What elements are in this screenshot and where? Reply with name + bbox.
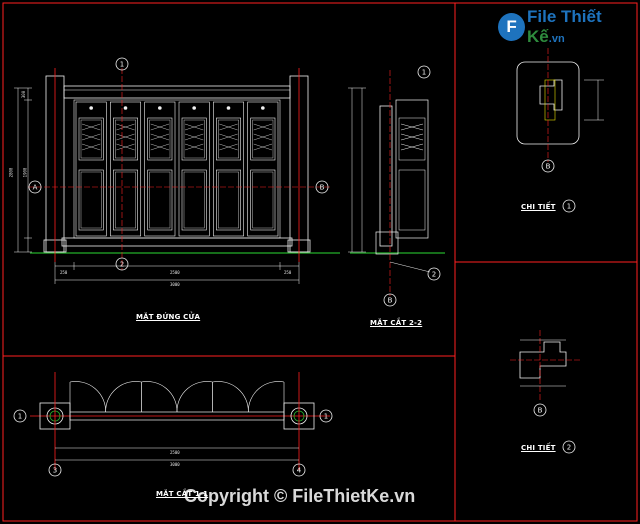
logo-text: File Thiết Kế.vn [527, 7, 640, 47]
section-2-title: MẶT CẮT 2-2 [370, 319, 423, 327]
door-leaf [75, 101, 107, 237]
section-marker-label: 3 [53, 467, 57, 475]
section-marker-label: B [538, 407, 543, 415]
dim-plan-total: 3000 [170, 462, 180, 467]
section-marker-label: 1 [567, 203, 571, 211]
plan-section-1-1 [30, 372, 330, 470]
section-marker [533, 403, 547, 417]
door-leaf-group [75, 101, 279, 237]
dim-height-total: 2800 [8, 167, 14, 178]
front-elevation-title: MẶT ĐỨNG CỬA [136, 313, 201, 321]
section-marker-label: 4 [297, 467, 302, 475]
logo-mark-icon: F [498, 13, 526, 41]
section-marker-label: 1 [324, 413, 328, 421]
door-swing-arc [105, 381, 142, 413]
front-elevation [14, 68, 340, 284]
section-marker-label: B [320, 184, 325, 192]
section-marker [292, 463, 306, 477]
section-marker-label: 2 [432, 271, 436, 279]
copyright-watermark: Copyright © FileThietKe.vn [184, 486, 416, 506]
section-marker-label: B [388, 297, 393, 305]
door-swing-arc [141, 381, 178, 413]
detail-1-title: CHI TIẾT [521, 203, 556, 211]
section-marker [315, 180, 329, 194]
section-marker-label: B [546, 163, 551, 171]
detail-2 [510, 330, 580, 400]
section-marker [48, 463, 62, 477]
logo-text-accent: Kế [527, 27, 549, 46]
section-marker [562, 199, 576, 213]
section-leaf [398, 117, 426, 231]
door-swing-arc [212, 381, 249, 413]
dim-height-top: 300 [21, 90, 27, 99]
section-2-2 [348, 70, 445, 296]
section-marker-label: A [33, 184, 38, 192]
section-marker [383, 293, 397, 307]
section-marker-label: 1 [120, 61, 124, 69]
dim-height-mid: 1900 [22, 167, 28, 178]
section-marker [562, 440, 576, 454]
section-marker [115, 257, 129, 271]
dim-front-right: 250 [284, 270, 292, 275]
section-marker-label: 2 [120, 261, 124, 269]
dim-front-total: 3000 [170, 282, 180, 287]
section-1-title: MẶT CẮT 1-1 [156, 490, 209, 498]
door-leaf [213, 101, 244, 237]
door-leaf [110, 101, 141, 237]
door-panels [73, 99, 281, 239]
door-leaf [247, 101, 279, 237]
section-marker [319, 409, 333, 423]
logo-text-tld: .vn [548, 33, 565, 45]
section-marker [13, 409, 27, 423]
door-swing-arc [176, 381, 213, 413]
dim-plan-mid: 2500 [170, 450, 180, 455]
door-leaf [178, 101, 210, 237]
section-marker-label: 2 [567, 444, 571, 452]
section-marker [541, 159, 555, 173]
section-marker [417, 65, 431, 79]
filethietke-logo: F File Thiết Kế.vn [498, 7, 640, 46]
dim-front-mid: 2500 [170, 270, 180, 275]
dim-front-left: 250 [60, 270, 68, 275]
logo-text-main: File Thiết [527, 7, 602, 26]
section-marker [427, 267, 441, 281]
door-swing-arc [69, 381, 106, 413]
section-marker-label: 1 [18, 413, 22, 421]
detail-2-title: CHI TIẾT [521, 444, 556, 452]
detail-1 [516, 48, 604, 162]
section-marker-label: 1 [422, 69, 426, 77]
door-leaf [144, 101, 176, 237]
section-marker [115, 57, 129, 71]
door-swing-arc [248, 381, 285, 413]
section-marker [28, 180, 42, 194]
